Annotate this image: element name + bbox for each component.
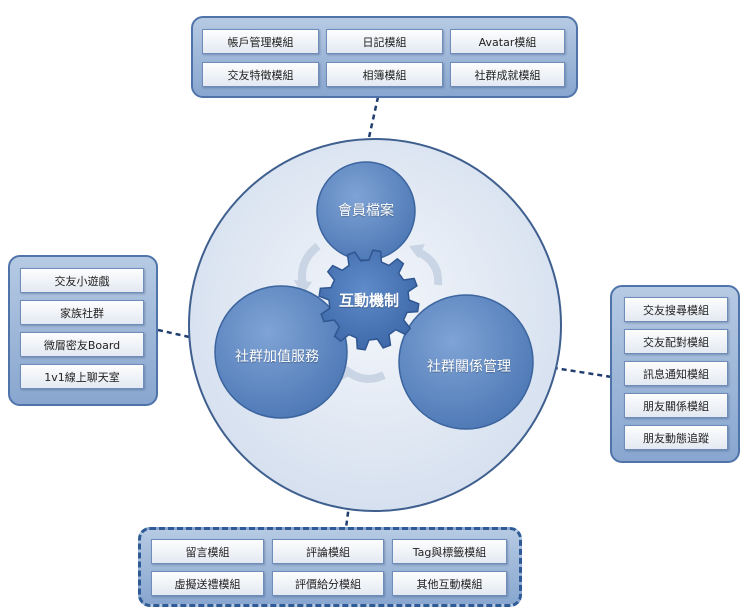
gear-icon: [318, 249, 420, 351]
module-item: 朋友動態追蹤: [624, 425, 728, 450]
module-item: 交友搜尋模組: [624, 297, 728, 322]
gear-body: [318, 249, 420, 351]
circle-left: [214, 285, 348, 419]
bottom-module-panel: 留言模組 評論模組 Tag與標籤模組 虛擬送禮模組 評價給分模組 其他互動模組: [138, 527, 522, 607]
module-item: 評價給分模組: [272, 571, 384, 596]
cycle-arrow-right: [416, 248, 443, 286]
module-item: 朋友關係模組: [624, 393, 728, 418]
module-item: 微層密友Board: [20, 332, 144, 357]
module-item: Tag與標籤模組: [392, 539, 507, 564]
module-item: 留言模組: [151, 539, 264, 564]
left-module-panel: 交友小遊戲 家族社群 微層密友Board 1v1線上聊天室: [8, 255, 158, 406]
circle-right: [398, 294, 534, 430]
top-module-panel: 帳戶管理模組 日記模組 Avatar模組 交友特徵模組 相簿模組 社群成就模組: [191, 16, 578, 98]
module-item: 社群成就模組: [450, 62, 565, 87]
module-item: 評論模組: [272, 539, 384, 564]
module-item: 交友小遊戲: [20, 268, 144, 293]
right-module-panel: 交友搜尋模組 交友配對模組 訊息通知模組 朋友關係模組 朋友動態追蹤: [610, 285, 740, 463]
module-item: 交友特徵模組: [202, 62, 319, 87]
circle-label-top: 會員檔案: [338, 203, 394, 219]
module-item: 虛擬送禮模組: [151, 571, 264, 596]
module-item: 1v1線上聊天室: [20, 364, 144, 389]
connector-top: [362, 96, 380, 161]
module-item: Avatar模組: [450, 29, 565, 54]
gear-label: 互動機制: [338, 291, 400, 310]
cycle-arrow-left: [298, 242, 321, 285]
module-item: 其他互動模組: [392, 571, 507, 596]
module-item: 相簿模組: [326, 62, 443, 87]
module-item: 訊息通知模組: [624, 361, 728, 386]
module-item: 帳戶管理模組: [202, 29, 319, 54]
cycle-arrowhead-right: [409, 244, 425, 258]
circle-label-right: 社群關係管理: [427, 359, 511, 375]
module-item: 交友配對模組: [624, 329, 728, 354]
cycle-arrowhead-left: [294, 280, 312, 296]
circle-label-left: 社群加值服務: [235, 349, 319, 365]
module-item: 日記模組: [326, 29, 443, 54]
module-item: 家族社群: [20, 300, 144, 325]
